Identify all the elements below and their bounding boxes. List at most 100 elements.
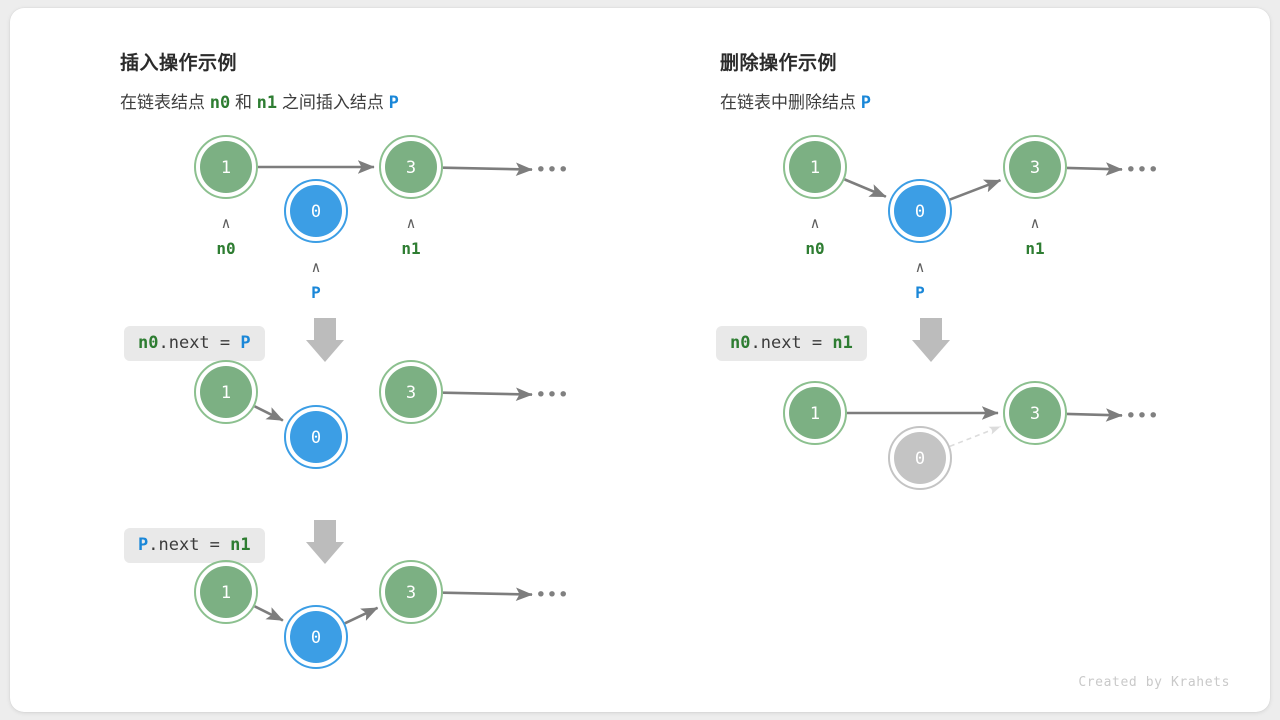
node-value: 0 — [311, 202, 321, 222]
node-n0-insert-step-2: 1 — [194, 360, 258, 424]
node-n0-delete-step-1: 1∧n0 — [783, 135, 847, 258]
step-arrows — [306, 318, 950, 564]
panel-delete: 删除操作示例 在链表中删除结点 P — [720, 48, 871, 113]
node-circle — [894, 185, 946, 237]
node-label-n0: n0 — [216, 239, 235, 258]
step-down-arrow-icon — [912, 318, 950, 362]
node-n0-insert-step-3: 1 — [194, 560, 258, 624]
node-outer-ring — [1003, 135, 1067, 199]
node-outer-ring — [284, 405, 348, 469]
node-circle — [894, 432, 946, 484]
node-value: 0 — [311, 628, 321, 648]
panel-insert-title: 插入操作示例 — [120, 53, 238, 74]
node-outer-ring — [284, 179, 348, 243]
node-value: 1 — [221, 383, 231, 403]
node-n0-insert-step-1: 1 ∧ n0 — [194, 135, 258, 258]
node-circle — [200, 141, 252, 193]
ellipsis-glyph: ••• — [535, 384, 569, 406]
insert-step-3-graph: 1 0 3 ••• — [194, 560, 569, 669]
node-circle — [789, 141, 841, 193]
insert-step-1-graph: 1 ∧ n0 0 ∧ P 3 ∧ n1 ••• — [194, 135, 569, 302]
link-n1-to-ellipsis — [1066, 162, 1123, 176]
node-n1-delete-step-1: 3 ∧ n1 — [1003, 135, 1067, 258]
node-value: 3 — [406, 158, 416, 178]
node-label-P: P — [311, 283, 321, 302]
node-outer-ring — [888, 426, 952, 490]
link-n0-to-p — [844, 178, 887, 198]
node-p-insert-step-3: 0 — [284, 605, 348, 669]
node-label-n1: n1 — [1025, 239, 1044, 258]
node-value: 3 — [1030, 158, 1040, 178]
linked-list-graphics: 1∧n00∧P3∧n1•••103•••103•••1∧n00∧P3∧n1•••… — [194, 135, 1159, 669]
node-value: 3 — [1030, 404, 1040, 424]
code-badge-insert-1: n0.next = P — [124, 326, 265, 362]
link-n0-to-p — [254, 605, 284, 622]
node-label-n1: n1 — [401, 239, 420, 258]
ellipsis-glyph: ••• — [535, 584, 569, 606]
insert-step-2-graph: 1 0 3 ••• — [194, 360, 569, 469]
node-circle — [789, 387, 841, 439]
panel-delete-subtitle: 在链表中删除结点 P — [720, 93, 871, 113]
node-outer-ring — [194, 560, 258, 624]
node-value: 3 — [406, 383, 416, 403]
node-value: 0 — [311, 428, 321, 448]
node-outer-ring — [194, 135, 258, 199]
node-p-insert-step-2: 0 — [284, 405, 348, 469]
code-badge-delete-1: n0.next = n1 — [716, 326, 867, 362]
link-n1-to-ellipsis — [1066, 408, 1123, 422]
node-value: 0 — [915, 202, 925, 222]
node-circle — [290, 185, 342, 237]
code-badge-insert-2: P.next = n1 — [124, 528, 265, 564]
ellipsis-glyph: ••• — [535, 159, 569, 181]
node-outer-ring — [1003, 381, 1067, 445]
node-outer-ring — [379, 135, 443, 199]
delete-step-1-graph: 1∧n00∧P3∧n1••• — [783, 135, 1159, 302]
link-n1-to-ellipsis — [442, 387, 533, 401]
caret-icon: ∧ — [311, 258, 320, 276]
node-p-delete-step-1: 0 ∧ P — [888, 179, 952, 302]
node-p-delete-step-2: 0 — [888, 426, 952, 490]
caret-icon: ∧ — [1030, 214, 1039, 232]
node-outer-ring — [284, 605, 348, 669]
node-outer-ring — [379, 560, 443, 624]
node-outer-ring — [783, 135, 847, 199]
node-p-insert-step-1: 0 ∧ P — [284, 179, 348, 302]
caret-icon: ∧ — [915, 258, 924, 276]
ellipsis-glyph: ••• — [1125, 405, 1159, 427]
node-circle — [200, 566, 252, 618]
node-n1-insert-step-2: 3 — [379, 360, 443, 424]
link-p-to-n1 — [949, 179, 1002, 201]
node-circle — [290, 611, 342, 663]
node-outer-ring — [379, 360, 443, 424]
link-n0-to-p — [254, 405, 284, 422]
step-down-arrow-icon — [306, 318, 344, 362]
node-circle — [385, 566, 437, 618]
node-value: 1 — [810, 404, 820, 424]
node-label-P: P — [915, 283, 925, 302]
credit-text: Created by Krahets — [1078, 675, 1230, 690]
ellipsis-glyph: ••• — [1125, 159, 1159, 181]
step-down-arrow-icon — [306, 520, 344, 564]
node-outer-ring — [194, 360, 258, 424]
caret-icon: ∧ — [810, 214, 819, 232]
node-outer-ring — [783, 381, 847, 445]
node-circle — [385, 141, 437, 193]
caret-icon: ∧ — [221, 214, 230, 232]
node-circle — [200, 366, 252, 418]
node-n1-insert-step-3: 3 — [379, 560, 443, 624]
link-n1-to-ellipsis — [442, 587, 533, 601]
link-p-to-n1 — [949, 425, 1001, 448]
node-n1-insert-step-1: 3 ∧ n1 — [379, 135, 443, 258]
node-value: 3 — [406, 583, 416, 603]
node-value: 1 — [221, 158, 231, 178]
node-circle — [290, 411, 342, 463]
link-n1-to-ellipsis — [442, 162, 533, 176]
diagram-card: 插入操作示例 在链表结点 n0 和 n1 之间插入结点 P n0.next = … — [10, 8, 1270, 712]
link-p-to-n1 — [344, 606, 379, 625]
node-value: 1 — [810, 158, 820, 178]
node-circle — [385, 366, 437, 418]
caret-icon: ∧ — [406, 214, 415, 232]
node-value: 1 — [221, 583, 231, 603]
node-n0-delete-step-2: 1 — [783, 381, 847, 445]
